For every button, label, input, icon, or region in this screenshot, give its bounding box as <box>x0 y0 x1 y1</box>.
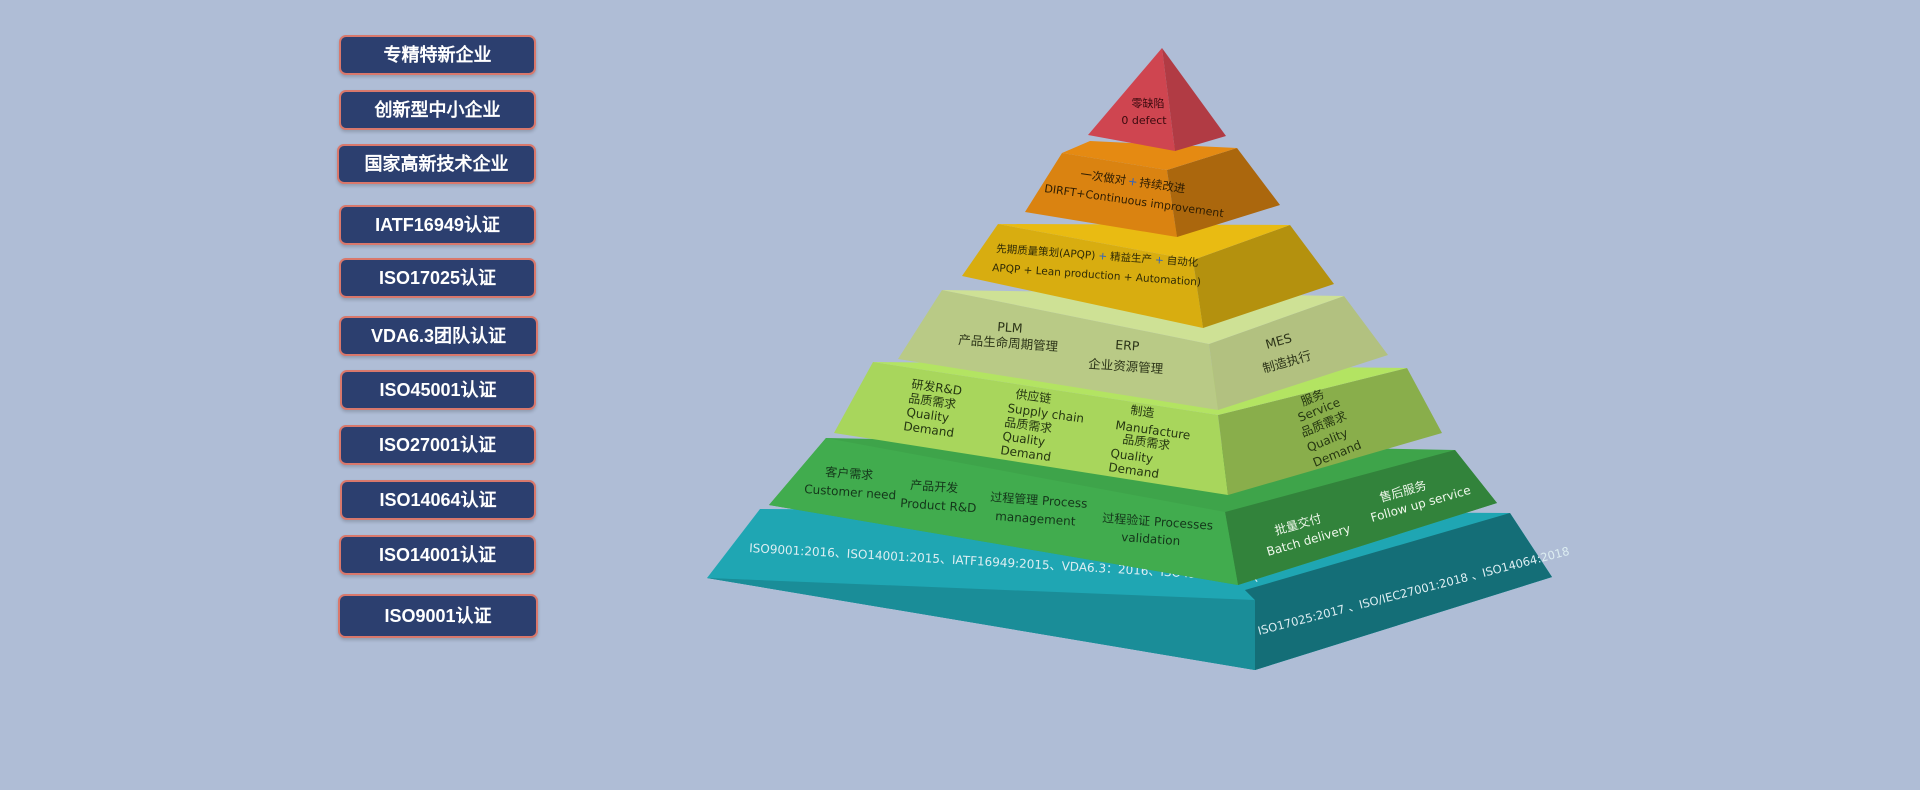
pyramid-level-1: 零缺陷 0 defect <box>1088 48 1226 151</box>
level4-erp-zh: 企业资源管理 <box>1088 356 1164 376</box>
level1-front-face <box>1088 48 1175 151</box>
level3-front-face <box>962 224 1203 328</box>
level5-front-face <box>834 362 1228 495</box>
level6-customer-zh: 客户需求 <box>825 464 874 482</box>
badge-high-tech-enterprise: 国家高新技术企业 <box>337 144 536 184</box>
level5-mfg-0: 制造 <box>1130 403 1156 420</box>
level4-erp-en: ERP <box>1115 337 1141 354</box>
badge-iso27001: ISO27001认证 <box>339 425 536 465</box>
level1-side-face <box>1162 48 1226 151</box>
level4-front-face <box>898 290 1218 410</box>
level7-side-face-lower <box>1245 577 1552 670</box>
level5-supply-0: 供应链 <box>1015 386 1053 406</box>
level1-en: 0 defect <box>1121 114 1167 127</box>
level2-top-face <box>1062 141 1237 170</box>
level6-product-en: Product R&D <box>900 496 977 515</box>
badge-innovative-sme: 创新型中小企业 <box>339 90 536 130</box>
level5-rd-0: 研发R&D <box>911 376 964 398</box>
level2-side-face <box>1167 148 1280 237</box>
level1-zh: 零缺陷 <box>1132 96 1165 110</box>
level5-supply-3: Quality <box>1002 429 1046 449</box>
badge-iatf16949: IATF16949认证 <box>339 205 536 245</box>
level6-customer-en: Customer need <box>804 482 897 502</box>
level4-mes-en: MES <box>1264 330 1294 352</box>
pyramid-level-6: 客户需求 Customer need 产品开发 Product R&D 过程管理… <box>769 438 1497 585</box>
level5-supply-2: 品质需求 <box>1004 415 1053 436</box>
level4-side-face <box>1209 296 1388 410</box>
level6-front-face-main <box>769 438 1238 585</box>
level5-rd-1: 品质需求 <box>908 391 957 412</box>
badge-iso14064: ISO14064认证 <box>340 480 536 520</box>
level2-zh-line: 一次做对+持续改进 <box>1080 167 1187 196</box>
level5-mfg-3: Quality <box>1110 446 1154 466</box>
badge-iso14001: ISO14001认证 <box>339 535 536 575</box>
level5-rd-2: Quality <box>906 405 950 425</box>
level6-side-face <box>1225 450 1497 585</box>
level3-side-face <box>1193 225 1334 328</box>
certification-list: 专精特新企业 创新型中小企业 国家高新技术企业 IATF16949认证 ISO1… <box>0 0 600 790</box>
level4-plm-en: PLM <box>997 319 1023 336</box>
level5-mfg-2: 品质需求 <box>1122 432 1171 453</box>
badge-iso17025: ISO17025认证 <box>339 258 536 298</box>
level6-validation-en: validation <box>1121 530 1181 548</box>
pyramid-level-3: 先期质量策划(APQP)+精益生产+自动化 APQP + Lean produc… <box>962 224 1334 328</box>
level4-plm-zh: 产品生命周期管理 <box>958 332 1059 354</box>
pyramid-level-2: 一次做对+持续改进 DIRFT+Continuous improvement <box>1025 141 1280 237</box>
badge-iso45001: ISO45001认证 <box>340 370 536 410</box>
level6-product-zh: 产品开发 <box>910 477 959 495</box>
level3-top-face <box>998 224 1290 260</box>
badge-specialized-enterprise: 专精特新企业 <box>339 35 536 75</box>
badge-iso9001: ISO9001认证 <box>338 594 538 638</box>
level6-process-zh: 过程管理 Process <box>990 489 1088 511</box>
level2-front-face <box>1025 153 1177 237</box>
badge-vda63: VDA6.3团队认证 <box>339 316 538 356</box>
level5-side-face <box>1218 368 1442 495</box>
level6-process-en: management <box>995 509 1076 529</box>
level7-side-face <box>1245 513 1552 600</box>
